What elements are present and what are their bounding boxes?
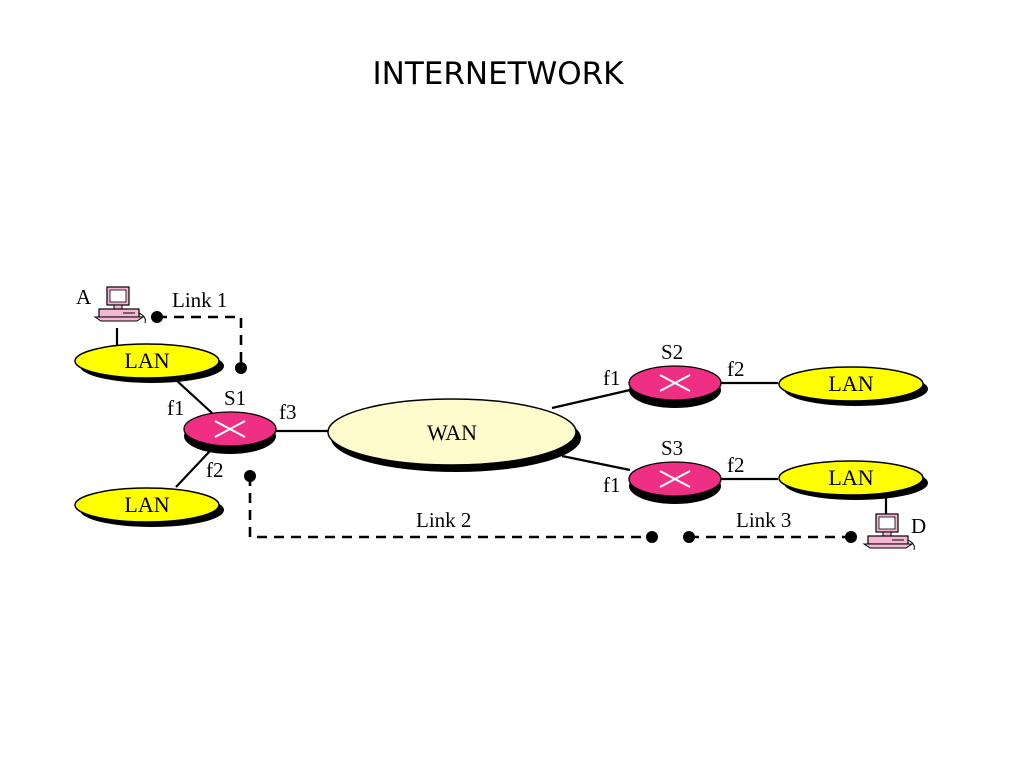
link2-label: Link 2: [416, 508, 471, 532]
lan-bottom-left: LAN: [74, 487, 224, 527]
s3-port-f2-label: f2: [727, 453, 745, 477]
router-s2: [628, 365, 722, 408]
s1-port-f1-label: f1: [167, 396, 185, 420]
router-s2-label: S2: [661, 340, 683, 364]
s3-port-f1-label: f1: [603, 473, 621, 497]
computer-icon: [94, 286, 146, 324]
router-s3-label: S3: [661, 436, 683, 460]
s2-port-f2-label: f2: [727, 357, 745, 381]
router-s3: [628, 461, 722, 504]
page-title: INTERNETWORK: [372, 56, 624, 92]
s1-port-f2-label: f2: [206, 458, 224, 482]
lan-bottom-left-label: LAN: [124, 492, 169, 517]
link3-path: [683, 531, 857, 543]
router-s1: [183, 411, 277, 454]
link1-label: Link 1: [172, 288, 227, 312]
lan-top-left: LAN: [74, 343, 224, 383]
link1-path: [151, 311, 247, 374]
wire-wan-s3: [561, 454, 631, 472]
lan-s3-label: LAN: [828, 465, 873, 490]
lan-s2: LAN: [778, 366, 928, 406]
wire-lan-s1-f2: [175, 450, 211, 488]
lan-top-left-label: LAN: [124, 348, 169, 373]
wan-label: WAN: [427, 420, 477, 445]
lan-s3: LAN: [778, 460, 928, 500]
link3-label: Link 3: [736, 508, 791, 532]
router-s1-label: S1: [224, 386, 246, 410]
wire-wan-s2: [551, 388, 631, 410]
router-cross-icon: [659, 374, 691, 392]
router-cross-icon: [214, 420, 246, 438]
wire-lan-s1-f1: [175, 379, 213, 414]
s1-port-f3-label: f3: [279, 400, 297, 424]
host-d-label: D: [911, 514, 926, 538]
wires: [115, 328, 888, 514]
s2-port-f1-label: f1: [603, 366, 621, 390]
lan-s2-label: LAN: [828, 371, 873, 396]
router-cross-icon: [659, 470, 691, 488]
host-a-label: A: [76, 285, 92, 309]
computer-icon: [863, 513, 916, 551]
wan-cloud: WAN: [327, 398, 581, 472]
link2-path: [244, 470, 658, 543]
